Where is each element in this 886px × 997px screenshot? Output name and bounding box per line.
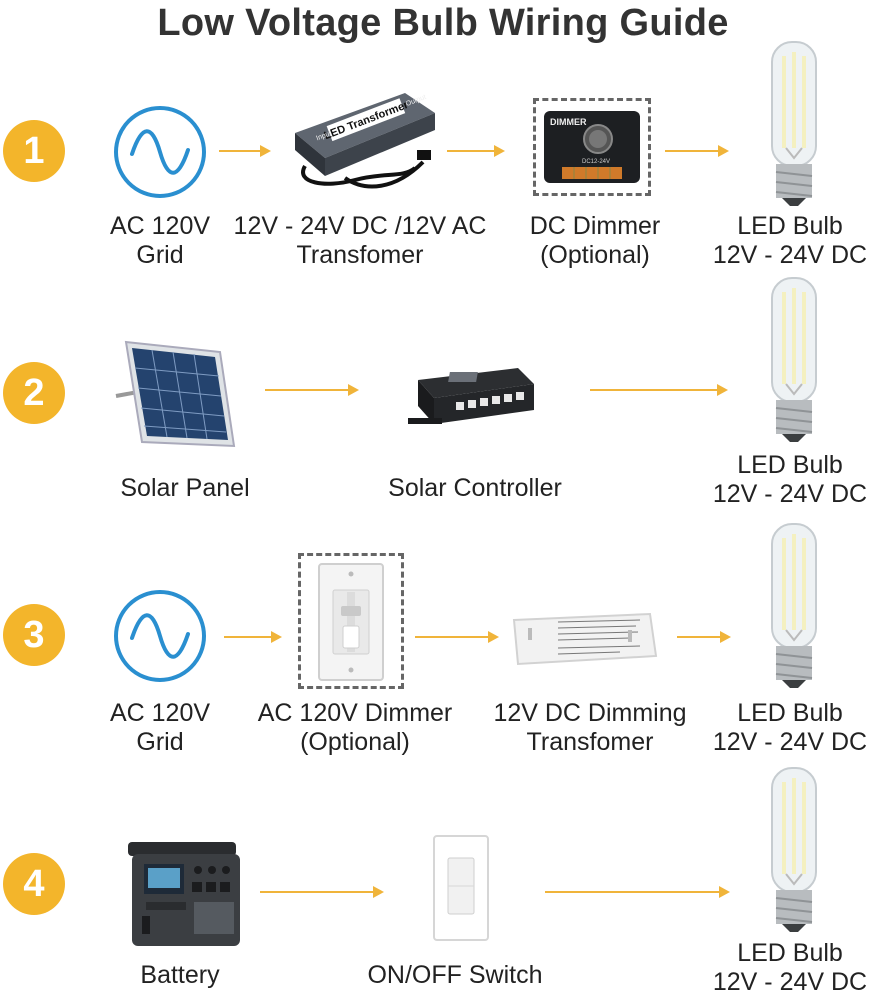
ac-sine-icon [112,104,208,200]
led-bulb-image [764,520,824,690]
arrow-1-3 [665,144,729,158]
label-dc-dimmer: DC Dimmer(Optional) [529,212,661,269]
dimming-transformer-image [510,610,660,668]
ac-sine-icon [112,588,208,684]
arrow-2-2 [590,383,728,397]
step-badge-2: 2 [3,362,65,424]
arrow-2-1 [265,383,359,397]
solar-panel-image [112,334,242,454]
arrow-4-2 [545,885,730,899]
arrow-1-1 [219,144,271,158]
label-battery: Battery [140,961,220,989]
arrow-3-1 [224,630,282,644]
led-transformer-image: LED Transformer Input Output [285,88,445,198]
arrow-1-2 [447,144,505,158]
dc-dimmer-image: DIMMER DC12-24V [533,98,651,196]
label-solar-controller: Solar Controller [388,474,562,502]
led-bulb-image [764,764,824,934]
on-off-switch-image [428,834,494,944]
svg-text:DIMMER: DIMMER [550,117,587,127]
arrow-4-1 [260,885,384,899]
label-on-off-switch: ON/OFF Switch [367,961,543,989]
svg-text:DC12-24V: DC12-24V [582,159,610,165]
solar-controller-image [408,360,538,432]
arrow-3-3 [677,630,731,644]
battery-power-station-image [122,838,246,950]
label-ac-dimmer: AC 120V Dimmer(Optional) [257,699,453,756]
label-solar-panel: Solar Panel [120,474,250,502]
step-badge-4: 4 [3,853,65,915]
step-badge-1: 1 [3,120,65,182]
led-bulb-image [764,38,824,208]
step-badge-3: 3 [3,604,65,666]
page-title: Low Voltage Bulb Wiring Guide [157,2,729,44]
arrow-3-2 [415,630,499,644]
ac-dimmer-switch-image [298,553,404,689]
led-bulb-image [764,274,824,444]
